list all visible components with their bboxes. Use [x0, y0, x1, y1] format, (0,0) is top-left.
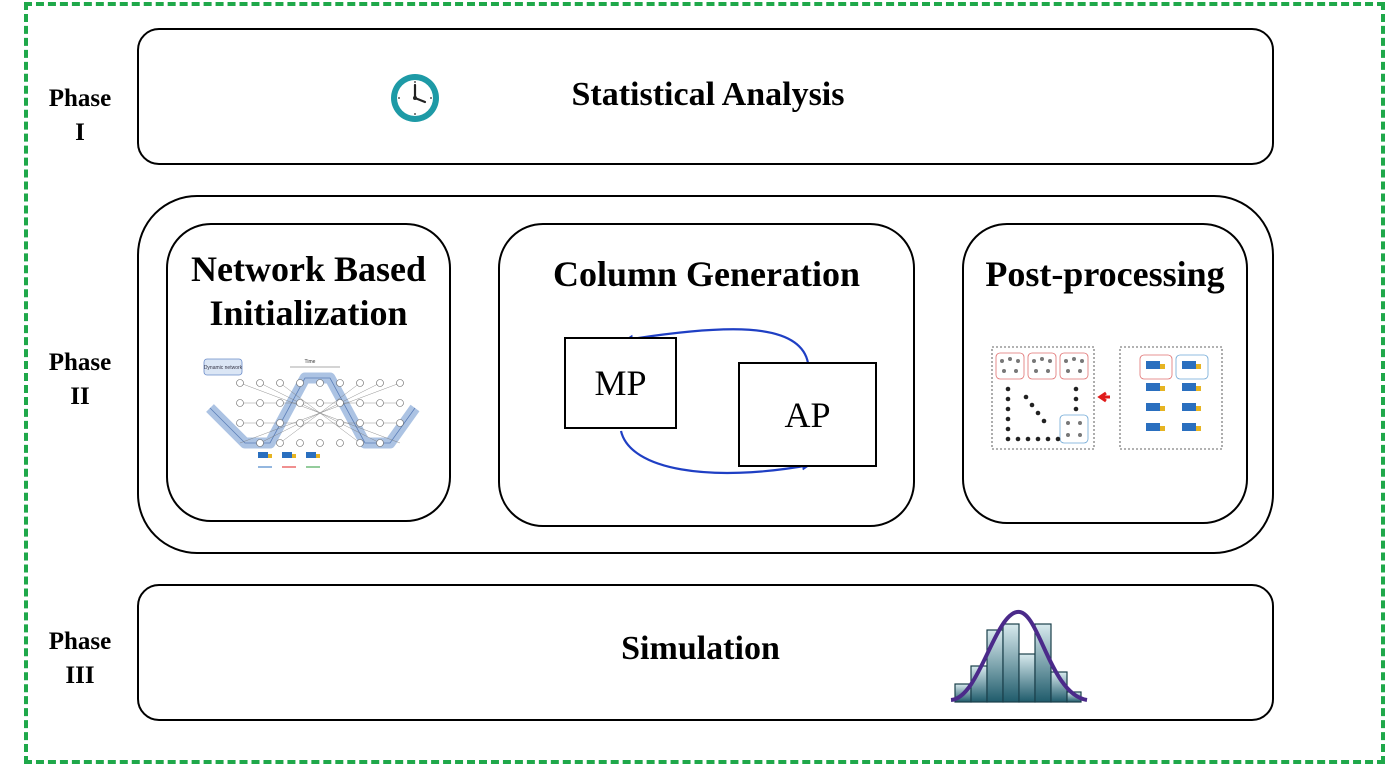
phase-label-1: Phase I: [35, 82, 125, 150]
phase-1-word: Phase: [48, 85, 112, 112]
phase-3-box: Simulation: [137, 584, 1274, 721]
network-initialization-title: Network Based Initialization: [168, 247, 449, 335]
phase-3-word: Phase: [48, 628, 112, 655]
dynamic-network-thumbnail: Dynamic network Time: [203, 358, 420, 468]
statistical-analysis-title: Statistical Analysis: [571, 76, 845, 113]
mp-to-ap-arrow: [619, 430, 811, 474]
clock-icon: [391, 74, 439, 122]
network-title-line1: Network Based: [191, 249, 426, 289]
mp-box: MP: [564, 337, 677, 429]
ap-box: AP: [738, 362, 877, 467]
thumb-tag-label: Dynamic network: [204, 365, 243, 371]
phase-1-box: Statistical Analysis: [137, 28, 1274, 165]
phase-label-2: Phase II: [35, 346, 125, 414]
post-processing-thumbnail: [991, 346, 1223, 450]
network-initialization-box: Network Based Initialization Dynamic net…: [166, 223, 451, 522]
ap-to-mp-arrow: [624, 328, 810, 364]
simulation-title: Simulation: [621, 630, 780, 667]
post-processing-box: Post-processing: [962, 223, 1248, 524]
post-processing-title: Post-processing: [985, 254, 1225, 294]
histogram-icon: [950, 610, 1088, 703]
column-generation-title: Column Generation: [552, 254, 860, 294]
phase-2-number: II: [70, 383, 90, 410]
phase-label-3: Phase III: [35, 625, 125, 693]
mp-ap-cycle-arrows: [619, 328, 811, 474]
column-generation-box: Column Generation MP AP: [498, 223, 915, 527]
thumb-time-label: Time: [305, 359, 316, 365]
outer-dashed-frame: [24, 2, 1385, 764]
phase-3-number: III: [65, 662, 95, 689]
network-title-line2: Initialization: [209, 293, 408, 333]
phase-2-word: Phase: [48, 349, 112, 376]
phase-1-number: I: [75, 119, 85, 146]
